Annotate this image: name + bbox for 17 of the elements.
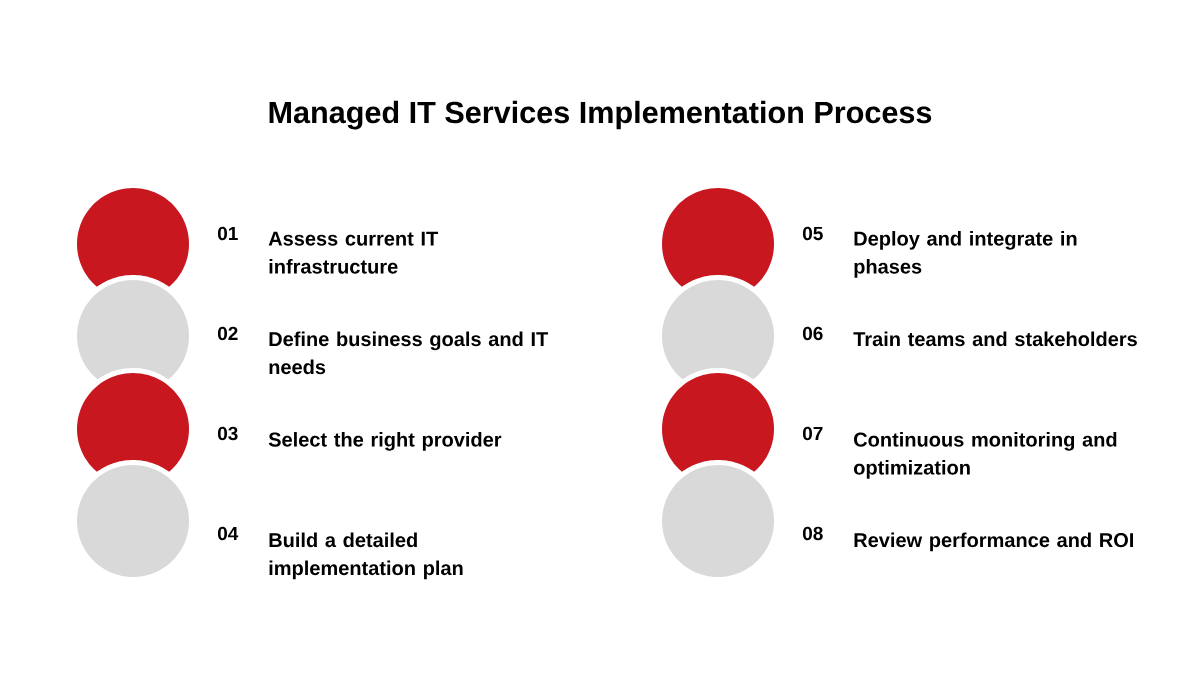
step-number: 05 (802, 226, 823, 241)
step-label: Train teams and stakeholders (853, 331, 1137, 347)
step-number: 06 (802, 326, 823, 341)
step-number: 07 (802, 426, 823, 441)
step-label: Build a detailed implementation plan (269, 532, 463, 580)
step-label: Deploy and integrate in phases (854, 231, 1077, 278)
step-label: Define business goals and IT needs (269, 331, 549, 375)
step-number: 02 (217, 326, 238, 341)
title: Managed IT Services Implementation Process (269, 100, 932, 130)
step-number: 01 (217, 226, 238, 241)
step-label: Continuous monitoring and optimization (854, 432, 1117, 479)
step-number: 04 (217, 526, 239, 541)
step-label: Review performance and ROI (854, 532, 1134, 552)
step-label: Assess current IT infrastructure (268, 231, 438, 274)
step-number: 03 (217, 426, 238, 441)
step-number: 08 (802, 526, 823, 541)
step-label: Select the right provider (268, 432, 502, 451)
